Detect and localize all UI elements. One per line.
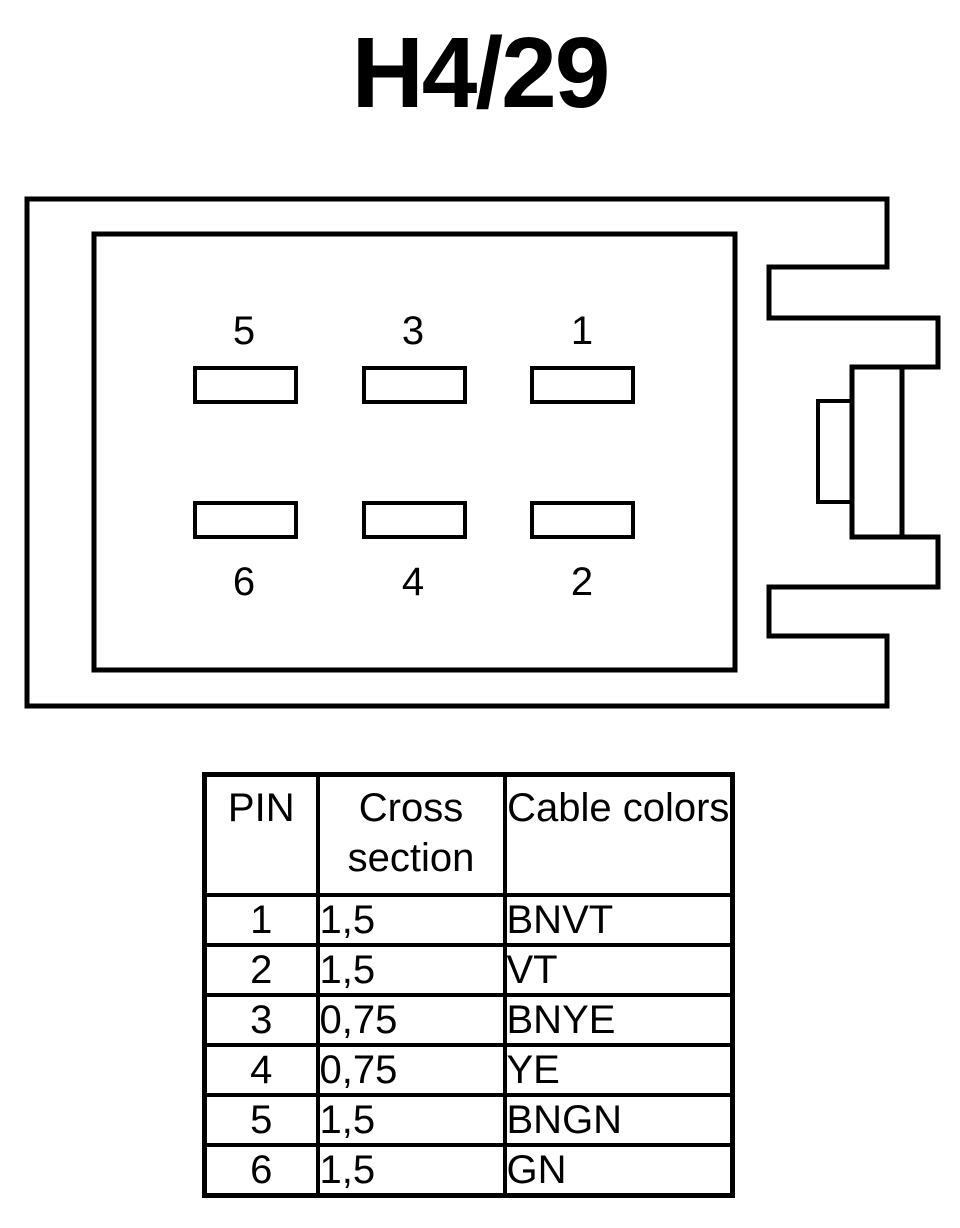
header-cross-section: Cross section bbox=[315, 772, 507, 897]
cell-cross-section: 1,5 bbox=[315, 893, 507, 947]
cell-cable-colors: YE bbox=[502, 1043, 735, 1097]
cell-cable-colors: GN bbox=[502, 1143, 735, 1198]
cell-cable-colors: BNGN bbox=[502, 1093, 735, 1147]
pin-terminal bbox=[530, 366, 635, 404]
pin-terminal bbox=[530, 501, 635, 539]
cell-cross-section: 1,5 bbox=[315, 1143, 507, 1198]
pin-terminal bbox=[362, 366, 467, 404]
cell-cross-section: 1,5 bbox=[315, 1093, 507, 1147]
cell-pin: 5 bbox=[202, 1093, 320, 1147]
pin-label: 1 bbox=[571, 309, 593, 353]
pin-terminal bbox=[362, 501, 467, 539]
cell-pin: 4 bbox=[202, 1043, 320, 1097]
table-header-row: PIN Cross section Cable colors bbox=[202, 772, 735, 897]
cell-cross-section: 1,5 bbox=[315, 943, 507, 997]
cell-cable-colors: BNYE bbox=[502, 993, 735, 1047]
cell-pin: 1 bbox=[202, 893, 320, 947]
cell-cross-section: 0,75 bbox=[315, 1043, 507, 1097]
pin-assignment-table: PIN Cross section Cable colors 1 1,5 BNV… bbox=[202, 772, 735, 1198]
cell-pin: 2 bbox=[202, 943, 320, 997]
pin-label: 2 bbox=[571, 560, 593, 604]
cell-cable-colors: VT bbox=[502, 943, 735, 997]
cell-cross-section: 0,75 bbox=[315, 993, 507, 1047]
header-pin: PIN bbox=[202, 772, 320, 897]
pin-label: 3 bbox=[402, 309, 424, 353]
pin-terminal bbox=[193, 501, 298, 539]
pin-label: 5 bbox=[233, 309, 255, 353]
connector-diagram: 5 3 1 6 4 2 bbox=[24, 196, 941, 709]
connector-housing bbox=[24, 196, 941, 709]
table-row: 4 0,75 YE bbox=[202, 1043, 735, 1097]
latch-tab bbox=[816, 399, 852, 504]
pin-label: 6 bbox=[233, 560, 255, 604]
pin-label: 4 bbox=[402, 560, 424, 604]
connector-cavity bbox=[91, 231, 738, 673]
table-row: 3 0,75 BNYE bbox=[202, 993, 735, 1047]
cell-pin: 3 bbox=[202, 993, 320, 1047]
connector-title: H4/29 bbox=[351, 17, 611, 129]
pin-terminal bbox=[193, 366, 298, 404]
header-cable-colors: Cable colors bbox=[502, 772, 735, 897]
table-row: 2 1,5 VT bbox=[202, 943, 735, 997]
table-row: 1 1,5 BNVT bbox=[202, 893, 735, 947]
cell-cable-colors: BNVT bbox=[502, 893, 735, 947]
table-row: 6 1,5 GN bbox=[202, 1143, 735, 1198]
table-row: 5 1,5 BNGN bbox=[202, 1093, 735, 1147]
cell-pin: 6 bbox=[202, 1143, 320, 1198]
